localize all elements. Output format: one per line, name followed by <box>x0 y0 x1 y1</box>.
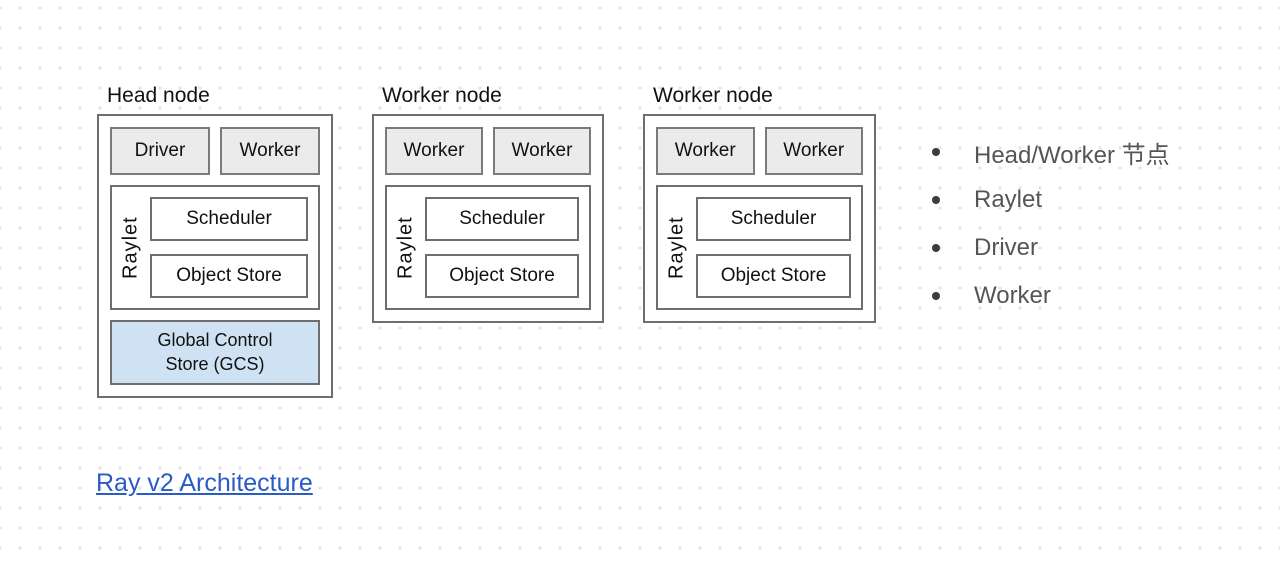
worker-box: Worker <box>385 127 483 175</box>
legend-item-head-worker-node: Head/Worker 节点 <box>932 128 1170 176</box>
bullet-icon <box>932 244 940 252</box>
driver-box: Driver <box>110 127 210 175</box>
legend-item-label: Raylet <box>974 186 1043 213</box>
raylet-box: Raylet Scheduler Object Store <box>385 185 591 310</box>
raylet-box: Raylet Scheduler Object Store <box>110 185 320 310</box>
legend-list: Head/Worker 节点 Raylet Driver Worker <box>932 128 1170 320</box>
head-node-process-row: Driver Worker <box>110 127 320 175</box>
legend-item-label: Head/Worker 节点 <box>974 141 1170 169</box>
worker-node-1: Worker node Worker Worker Raylet Schedul… <box>372 84 604 323</box>
bullet-icon <box>932 196 940 204</box>
raylet-label: Raylet <box>394 216 417 279</box>
head-node: Head node Driver Worker Raylet Scheduler… <box>97 84 333 398</box>
worker-node-2: Worker node Worker Worker Raylet Schedul… <box>643 84 876 323</box>
raylet-label: Raylet <box>119 216 142 279</box>
raylet-components: Scheduler Object Store <box>150 197 308 298</box>
raylet-components: Scheduler Object Store <box>696 197 851 298</box>
head-node-title: Head node <box>107 84 210 107</box>
object-store-box: Object Store <box>150 254 308 298</box>
object-store-box: Object Store <box>425 254 579 298</box>
worker-box: Worker <box>764 127 863 175</box>
worker-box: Worker <box>656 127 755 175</box>
head-node-box: Driver Worker Raylet Scheduler Object St… <box>97 114 333 398</box>
worker-node-2-box: Worker Worker Raylet Scheduler Object St… <box>643 114 876 323</box>
worker-box: Worker <box>220 127 320 175</box>
legend-item-worker: Worker <box>932 272 1170 320</box>
raylet-label: Raylet <box>665 216 688 279</box>
legend-item-raylet: Raylet <box>932 176 1170 224</box>
raylet-components: Scheduler Object Store <box>425 197 579 298</box>
object-store-box: Object Store <box>696 254 851 298</box>
bullet-icon <box>932 148 940 156</box>
worker-node-2-process-row: Worker Worker <box>656 127 863 175</box>
global-control-store-box: Global Control Store (GCS) <box>110 320 320 385</box>
worker-node-2-title: Worker node <box>653 84 773 107</box>
worker-node-1-box: Worker Worker Raylet Scheduler Object St… <box>372 114 604 323</box>
legend-item-label: Driver <box>974 234 1038 261</box>
scheduler-box: Scheduler <box>150 197 308 241</box>
scheduler-box: Scheduler <box>696 197 851 241</box>
scheduler-box: Scheduler <box>425 197 579 241</box>
legend-item-label: Worker <box>974 282 1051 309</box>
ray-v2-architecture-link[interactable]: Ray v2 Architecture <box>96 469 313 497</box>
worker-box: Worker <box>493 127 591 175</box>
raylet-box: Raylet Scheduler Object Store <box>656 185 863 310</box>
worker-node-1-title: Worker node <box>382 84 502 107</box>
legend-item-driver: Driver <box>932 224 1170 272</box>
worker-node-1-process-row: Worker Worker <box>385 127 591 175</box>
bullet-icon <box>932 292 940 300</box>
